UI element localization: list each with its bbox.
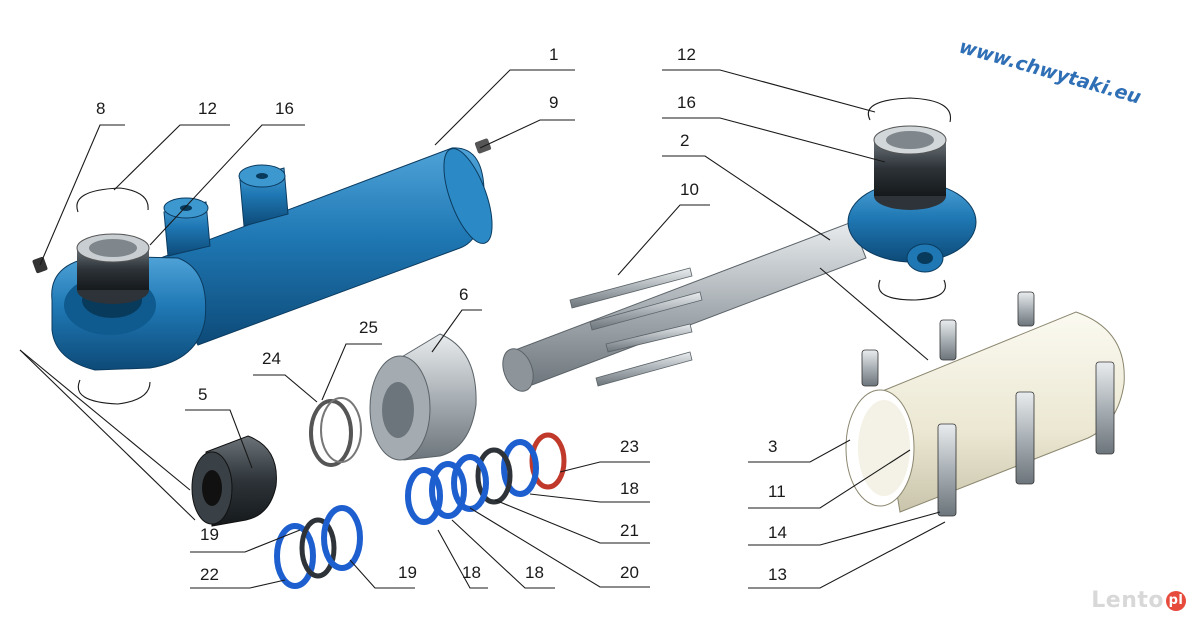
callout-20: 20 <box>620 563 639 582</box>
callout-16-right: 16 <box>677 93 696 112</box>
seal-18-middle <box>429 461 467 519</box>
seal-18-lower <box>405 467 443 525</box>
ring-19-outer <box>321 505 363 571</box>
o-ring-24 <box>309 399 353 467</box>
piston-5 <box>191 435 277 527</box>
callout-3: 3 <box>768 437 777 456</box>
callout-11: 11 <box>768 482 786 501</box>
callout-18-mid: 18 <box>525 563 544 582</box>
clamp-bolts <box>861 291 1115 517</box>
callout-22: 22 <box>200 565 219 584</box>
piston-rod <box>502 125 977 392</box>
callout-6: 6 <box>459 285 468 304</box>
gland-head-6 <box>369 333 477 461</box>
circlip-12-right <box>867 97 952 123</box>
seal-23 <box>529 432 567 490</box>
seal-18-upper <box>501 439 539 497</box>
callout-24: 24 <box>262 349 281 368</box>
ring-19-inner <box>299 517 337 579</box>
brand-name: Lento <box>1091 588 1164 613</box>
callout-labels: 1 9 8 12 16 12 16 2 10 6 25 24 5 3 11 14… <box>96 45 787 584</box>
tie-bolts-10 <box>569 267 703 387</box>
clamp-sleeve-3 <box>845 311 1125 513</box>
callout-9: 9 <box>549 93 558 112</box>
ring-22 <box>274 523 316 589</box>
circlip-lower-right <box>878 279 946 301</box>
leader-lines <box>19 69 946 589</box>
brand-badge: pl <box>1166 591 1186 611</box>
circlip-12-left <box>76 187 149 213</box>
cylinder-barrel <box>51 147 493 371</box>
callout-18-left: 18 <box>462 563 481 582</box>
callout-23: 23 <box>620 437 639 456</box>
callout-19-right: 19 <box>398 563 417 582</box>
callout-1: 1 <box>549 45 558 64</box>
callout-14: 14 <box>768 523 787 542</box>
callout-12-left: 12 <box>198 99 217 118</box>
circlip-lower-left <box>77 379 151 405</box>
seal-21 <box>475 447 513 505</box>
callout-21: 21 <box>620 521 639 540</box>
seal-20 <box>451 454 489 512</box>
callout-19-left: 19 <box>200 525 219 544</box>
backup-ring-25 <box>320 397 362 463</box>
callout-16-left: 16 <box>275 99 294 118</box>
callout-8: 8 <box>96 99 105 118</box>
callout-13: 13 <box>768 565 787 584</box>
callout-25: 25 <box>359 318 378 337</box>
watermark-url: www.chwytaki.eu <box>957 36 1144 109</box>
callout-12-right: 12 <box>677 45 696 64</box>
callout-5: 5 <box>198 385 207 404</box>
callout-18-right: 18 <box>620 479 639 498</box>
callout-2: 2 <box>680 131 689 150</box>
callout-10: 10 <box>680 180 699 199</box>
